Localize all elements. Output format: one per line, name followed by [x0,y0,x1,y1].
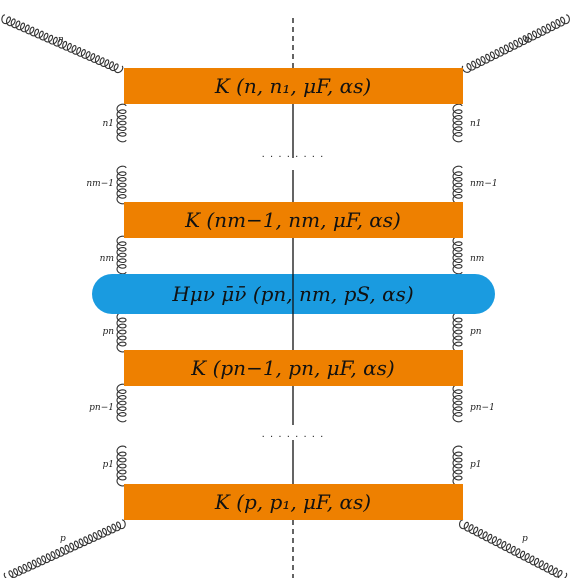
ellipsis-top: . . . . . . . . [262,149,325,160]
external-gluon-top-right [461,14,570,73]
external-label-bottom-right: p [522,534,528,544]
gluon-right-nm-1 [452,165,463,205]
external-gluon-top-left [1,14,124,74]
hard-function-label: Hμν μ̄ν̄ (pn, nm, pS, αs) [171,282,413,306]
label-left-nm: nm [100,254,114,264]
label-right-nm: nm [470,254,484,264]
label-left-pn: pn [102,327,114,337]
label-right-pn: pn [470,327,482,337]
label-left-nm-1: nm−1 [86,179,114,189]
gluon-right-pn-1 [452,383,463,423]
label-left-p1: p1 [103,460,115,470]
external-label-top-left: n [58,35,64,45]
external-label-top-right: n [524,35,530,45]
gluon-right-nm [452,235,463,275]
ellipsis-bottom: . . . . . . . . [262,429,325,440]
gluon-left-pn-1 [116,383,127,423]
kernel-label-2: K (nm−1, nm, μF, αs) [184,208,401,232]
gluon-right-pn [452,311,463,353]
gluon-left-nm [116,235,127,275]
kernel-box-3: K (pn−1, pn, μF, αs) [124,350,463,386]
gluon-left-pn [116,311,127,353]
label-right-nm-1: nm−1 [470,179,498,189]
kernel-box-4: K (p, p₁, μF, αs) [124,484,463,520]
external-label-bottom-left: p [60,534,66,544]
external-gluon-bottom-left [3,519,126,578]
label-left-pn-1: pn−1 [89,403,114,413]
kernel-box-1: K (n, n₁, μF, αs) [124,68,463,104]
label-right-n1: n1 [470,119,482,129]
gluon-left-nm-1 [116,165,127,205]
kernel-label-3: K (pn−1, pn, μF, αs) [190,356,394,380]
label-right-p1: p1 [470,460,482,470]
hard-function-blob: Hμν μ̄ν̄ (pn, nm, pS, αs) [92,274,495,314]
gluon-right-n1 [452,103,463,143]
kernel-label-1: K (n, n₁, μF, αs) [214,74,371,98]
label-left-n1: n1 [102,119,114,129]
gluon-right-p1 [452,445,463,487]
external-gluon-bottom-right [459,519,568,578]
vertical-gluons [116,103,463,487]
gluon-left-n1 [116,103,127,143]
kernel-box-2: K (nm−1, nm, μF, αs) [124,202,463,238]
label-right-pn-1: pn−1 [470,403,495,413]
gluon-left-p1 [116,445,127,487]
kernel-label-4: K (p, p₁, μF, αs) [214,490,371,514]
